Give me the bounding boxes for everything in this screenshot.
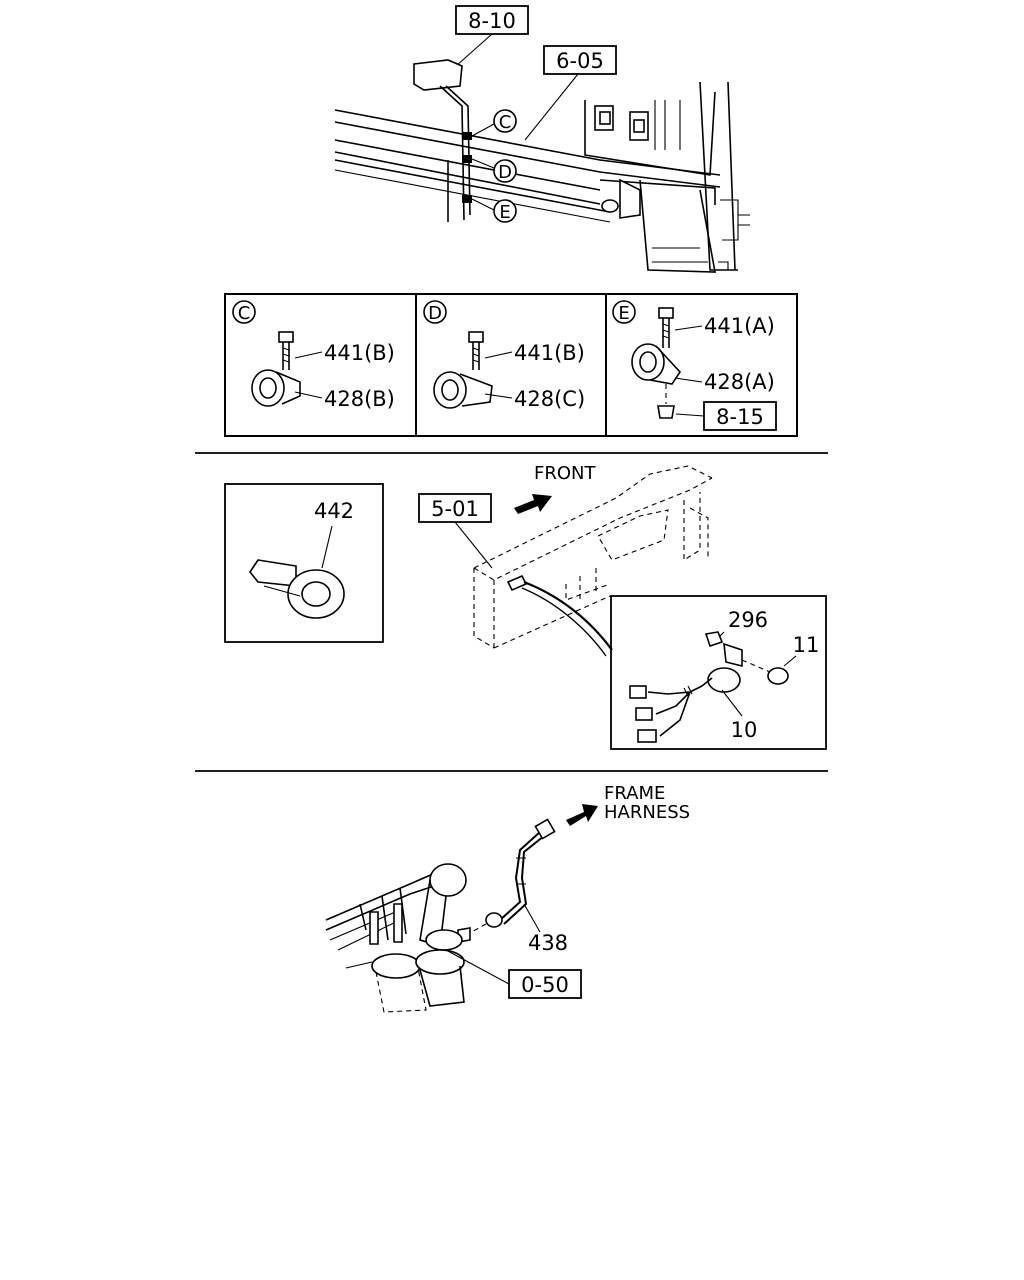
detail-e-clip-label: 428(A)	[704, 370, 775, 394]
detail-c: C 441(B) 428(B)	[232, 300, 395, 411]
bolt-icon	[468, 331, 484, 343]
frame-harness-arrow-icon	[566, 804, 598, 826]
detail-e-bolt-label: 441(A)	[704, 314, 775, 338]
harness-section: FRAME HARNESS 438 0-50	[325, 783, 690, 1013]
harness-connector-icon	[534, 818, 556, 840]
detail-c-bolt-label: 441(B)	[324, 341, 395, 365]
harness-connector-icon	[485, 912, 503, 928]
clamp-442-detail: 442	[224, 483, 384, 643]
bolt-icon	[658, 307, 674, 319]
clamp-part-label: 442	[314, 499, 354, 523]
callout-8-10[interactable]: 8-10	[468, 9, 516, 33]
detail-c-marker-circle	[232, 300, 256, 324]
detail-d-clip-label: 428(C)	[514, 387, 585, 411]
detail-e: E 441(A) 428(A) 8-15	[612, 300, 777, 431]
connector-icon	[635, 707, 653, 721]
marker-c-circle	[493, 109, 517, 133]
marker-d: D	[498, 162, 512, 183]
sensor-nut-label: 296	[728, 608, 768, 632]
clip-icon	[631, 343, 665, 381]
detail-d-bolt-label: 441(B)	[514, 341, 585, 365]
cab-step-assembly	[584, 81, 750, 273]
sensor-bolt-label: 11	[793, 633, 820, 657]
clamp-ring-icon	[287, 569, 345, 619]
connector-icon	[629, 685, 647, 699]
callout-box-6-05[interactable]	[543, 45, 617, 75]
callout-6-05[interactable]: 6-05	[556, 49, 604, 73]
callout-5-01[interactable]: 5-01	[431, 497, 479, 521]
callout-0-50[interactable]: 0-50	[521, 973, 569, 997]
bolt-icon	[767, 667, 789, 685]
detail-d: D 441(B) 428(C)	[423, 300, 585, 411]
detail-e-marker-circle	[612, 300, 636, 324]
sensor-detail: 296 11 10	[610, 595, 827, 750]
sensor-part-label: 10	[731, 718, 758, 742]
callout-box-8-15[interactable]	[703, 401, 777, 431]
callout-8-15[interactable]: 8-15	[716, 405, 764, 429]
detail-e-marker: E	[618, 303, 629, 324]
front-direction-label: FRONT	[534, 463, 596, 484]
detail-boxes-row: C 441(B) 428(B) D	[224, 293, 798, 437]
marker-e: E	[499, 202, 510, 223]
marker-d-circle	[493, 159, 517, 183]
frame-harness-label-line2: HARNESS	[604, 802, 690, 823]
clip-icon	[433, 371, 467, 409]
clip-icon	[251, 369, 285, 407]
front-arrow-icon	[514, 494, 552, 514]
detail-d-marker-circle	[423, 300, 447, 324]
frame-section: FRONT 5-01	[418, 463, 713, 657]
mirror-head	[413, 59, 463, 91]
sensor-body-icon	[707, 667, 741, 693]
marker-e-circle	[493, 199, 517, 223]
marker-c: C	[499, 112, 512, 133]
bolt-icon	[278, 331, 294, 343]
nut-icon	[657, 405, 675, 419]
top-assembly-illustration: 8-10 6-05 C D E	[334, 5, 750, 273]
detail-c-clip-label: 428(B)	[324, 387, 395, 411]
harness-part-label: 438	[528, 931, 568, 955]
nut-icon	[704, 631, 724, 648]
connector-icon	[637, 729, 657, 743]
detail-c-marker: C	[238, 303, 251, 324]
frame-harness-label-line1: FRAME	[604, 783, 665, 804]
detail-d-marker: D	[428, 303, 442, 324]
clamp-tab-icon	[249, 559, 297, 587]
